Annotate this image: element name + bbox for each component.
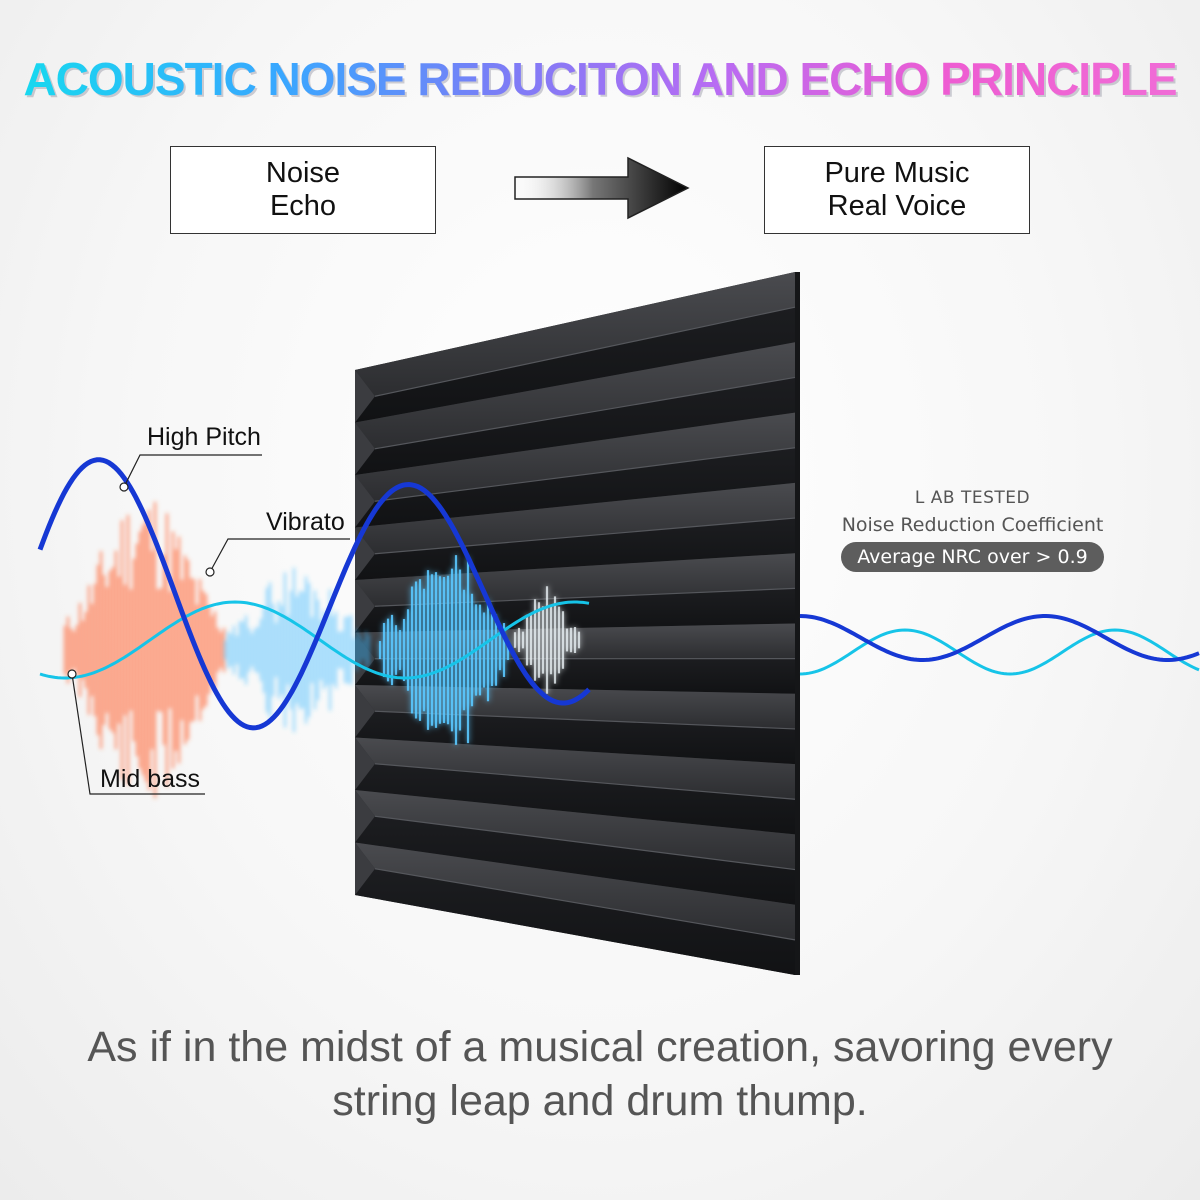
pure-music-label: Pure Music — [824, 157, 970, 189]
mid-bass-label: Mid bass — [100, 765, 201, 793]
real-voice-label: Real Voice — [827, 190, 967, 222]
vibrato-leader — [205, 538, 350, 577]
vibrato-label: Vibrato — [266, 508, 345, 536]
mid-bass-leader — [67, 669, 205, 795]
acoustic-foam-panel — [355, 272, 800, 975]
wave-blue-right — [799, 614, 1200, 662]
sound-burst-blue — [223, 567, 371, 733]
caption-line-1: As if in the midst of a musical creation… — [87, 1023, 1113, 1071]
nrc-average-value: 0.9 — [1057, 546, 1088, 568]
caption: As if in the midst of a musical creation… — [0, 1020, 1200, 1128]
greater-than-icon: > — [1035, 546, 1058, 568]
high-pitch-leader — [119, 454, 262, 492]
high-pitch-label: High Pitch — [147, 423, 261, 451]
echo-label: Echo — [269, 190, 337, 222]
wave-cyan-left — [39, 600, 590, 680]
sound-burst-bright — [378, 555, 581, 745]
wave-blue-left — [37, 457, 591, 731]
noise-echo-box: Noise Echo — [170, 146, 436, 234]
nrc-title: Noise Reduction Coefficient — [841, 514, 1104, 536]
nrc-average-label: Average NRC over — [857, 546, 1030, 568]
page-title: ACOUSTIC NOISE REDUCITON AND ECHO PRINCI… — [23, 53, 1177, 105]
nrc-badge: Average NRC over > 0.9 — [841, 542, 1104, 572]
noise-label: Noise — [265, 157, 341, 189]
sound-burst-orange — [63, 501, 226, 799]
lab-tested-label: L AB TESTED — [914, 488, 1031, 508]
nrc-info: L AB TESTED Noise Reduction Coefficient … — [830, 488, 1115, 572]
caption-line-2: string leap and drum thump. — [332, 1077, 868, 1125]
pure-music-box: Pure Music Real Voice — [764, 146, 1030, 234]
arrow-right-icon — [514, 156, 690, 220]
